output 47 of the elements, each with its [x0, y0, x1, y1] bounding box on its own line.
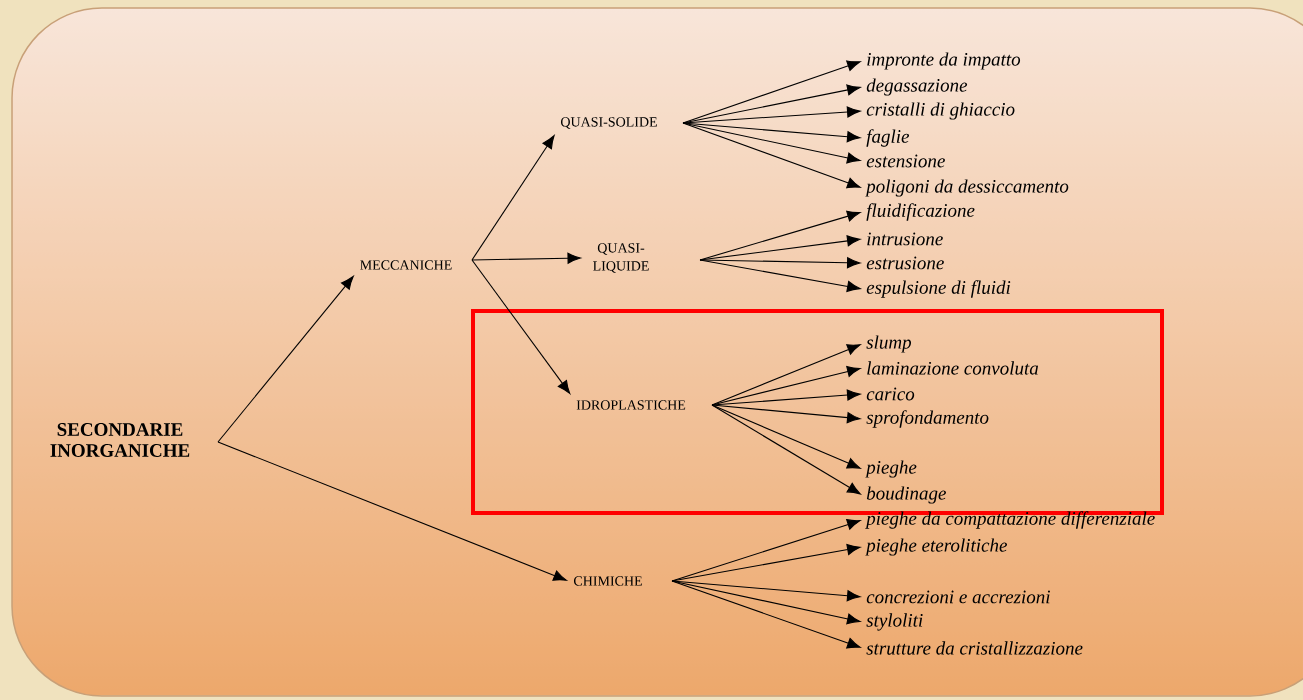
leaf-label: impronte da impatto — [867, 52, 1021, 70]
leaf-label: estrusione — [866, 256, 944, 270]
leaf-label: pieghe da compattazione differenziale — [865, 511, 1155, 529]
arrow — [671, 580, 861, 602]
arrow — [711, 404, 861, 469]
arrow — [682, 122, 861, 189]
arrow — [671, 519, 861, 582]
arrow — [217, 441, 567, 581]
category-label: QUASI- LIQUIDE — [593, 243, 649, 273]
leaf-label: cristalli di ghiaccio — [866, 102, 1015, 120]
arrow — [471, 135, 555, 261]
arrow — [682, 60, 861, 124]
leaf-label: boudinage — [866, 486, 946, 504]
arrow — [711, 389, 861, 406]
arrow — [671, 544, 861, 582]
leaf-label: pieghe eterolitiche — [865, 538, 1007, 556]
leaf-label: carico — [866, 387, 915, 401]
leaf-label: espulsione di fluidi — [866, 280, 1011, 298]
category-label: MECCANICHE — [360, 260, 452, 270]
leaf-label: pieghe — [865, 460, 917, 478]
arrow — [217, 276, 354, 443]
arrow — [711, 404, 861, 424]
category-label: CHIMICHE — [574, 576, 642, 586]
arrow — [671, 580, 861, 649]
arrow — [471, 252, 581, 264]
arrow — [682, 106, 861, 124]
leaf-label: concrezioni e accrezioni — [866, 590, 1050, 604]
leaf-label: poligoni da dessiccamento — [865, 179, 1069, 197]
root-label: SECONDARIE INORGANICHE — [50, 423, 190, 457]
arrow — [711, 404, 861, 495]
leaf-label: degassazione — [866, 78, 968, 96]
leaf-label: laminazione convoluta — [867, 361, 1039, 375]
category-label: QUASI-SOLIDE — [561, 117, 657, 129]
leaf-label: slump — [866, 335, 911, 353]
arrow — [471, 259, 571, 394]
category-label: IDROPLASTICHE — [576, 400, 686, 410]
arrow — [699, 259, 861, 292]
leaf-label: strutture da cristallizzazione — [866, 641, 1083, 655]
arrow — [682, 122, 861, 143]
arrow — [699, 257, 861, 269]
leaf-label: estensione — [866, 154, 945, 168]
leaf-label: fluidificazione — [866, 203, 975, 221]
leaf-label: faglie — [866, 129, 910, 147]
leaf-label: sprofondamento — [866, 410, 989, 428]
leaf-label: styloliti — [866, 613, 923, 631]
leaf-label: intrusione — [867, 232, 943, 246]
arrow — [711, 344, 861, 406]
